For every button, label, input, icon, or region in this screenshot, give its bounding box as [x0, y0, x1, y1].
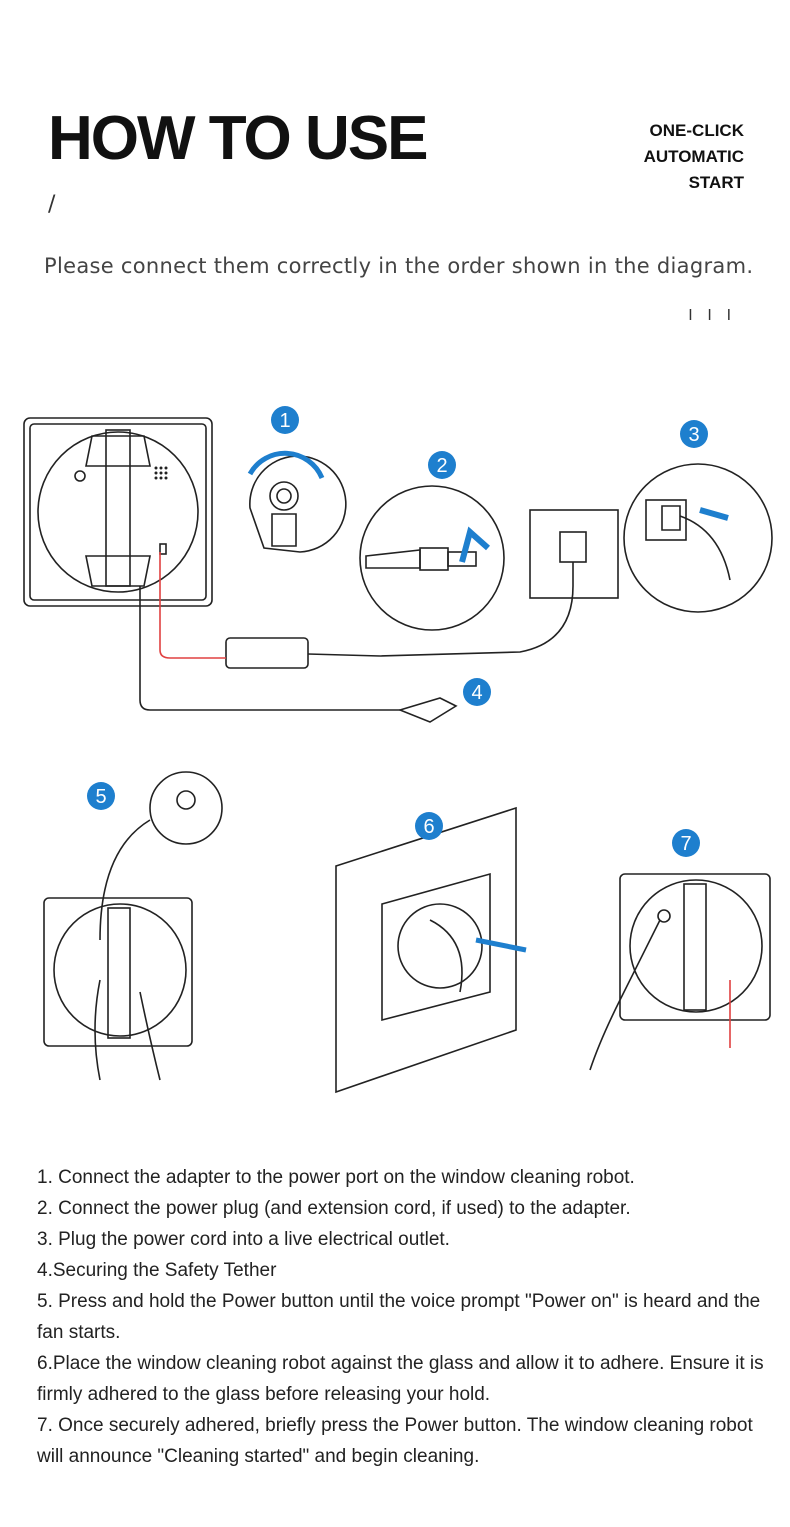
- badge-5: 5: [87, 782, 115, 810]
- step-text: 2. Connect the power plug (and extension…: [37, 1198, 631, 1219]
- badge-7: 7: [672, 829, 700, 857]
- svg-text:6: 6: [423, 816, 434, 838]
- step3-bubble: [623, 463, 773, 613]
- svg-text:1: 1: [279, 410, 290, 432]
- step-text: 1. Connect the adapter to the power port…: [37, 1167, 635, 1188]
- step1-bubble: [249, 455, 347, 553]
- tick-marks: I I I: [688, 306, 736, 324]
- svg-text:3: 3: [688, 424, 699, 446]
- setup-diagram: 1 2 3 4 5 6 7: [23, 406, 773, 1094]
- robot-step7: [589, 873, 771, 1071]
- badge-1: 1: [271, 406, 299, 434]
- wall-outlet: [379, 509, 619, 657]
- tagline-line: START: [688, 173, 744, 192]
- plug-arrow-icon: [459, 526, 490, 563]
- svg-text:5: 5: [95, 786, 106, 808]
- step-text: 5. Press and hold the Power button until…: [37, 1291, 761, 1343]
- step-text: 6.Place the window cleaning robot agains…: [37, 1353, 764, 1405]
- tagline: ONE-CLICK AUTOMATIC START: [644, 118, 744, 196]
- svg-text:2: 2: [436, 455, 447, 477]
- badge-6: 6: [415, 812, 443, 840]
- robot-step5: [43, 771, 223, 1081]
- badge-4: 4: [463, 678, 491, 706]
- step-text: 4.Securing the Safety Tether: [37, 1260, 277, 1281]
- step2-bubble: [359, 485, 505, 631]
- push-arrow-icon: [699, 507, 729, 521]
- robot-step6: [335, 806, 517, 1094]
- slash-mark: /: [48, 192, 56, 217]
- press-arrow-icon: [475, 937, 527, 953]
- svg-text:4: 4: [471, 682, 482, 704]
- step-text: 3. Plug the power cord into a live elect…: [37, 1229, 450, 1250]
- robot-top-left: [23, 417, 213, 607]
- page-title: HOW TO USE: [48, 104, 428, 173]
- step-text: 7. Once securely adhered, briefly press …: [37, 1415, 753, 1467]
- tagline-line: AUTOMATIC: [643, 147, 744, 166]
- badge-3: 3: [680, 420, 708, 448]
- subtitle: Please connect them correctly in the ord…: [44, 254, 754, 278]
- badge-2: 2: [428, 451, 456, 479]
- svg-text:7: 7: [680, 833, 691, 855]
- power-adapter: [139, 552, 458, 723]
- instruction-steps: 1. Connect the adapter to the power port…: [37, 1162, 777, 1472]
- rotate-arrow-icon: [247, 450, 325, 480]
- tagline-line: ONE-CLICK: [649, 121, 744, 140]
